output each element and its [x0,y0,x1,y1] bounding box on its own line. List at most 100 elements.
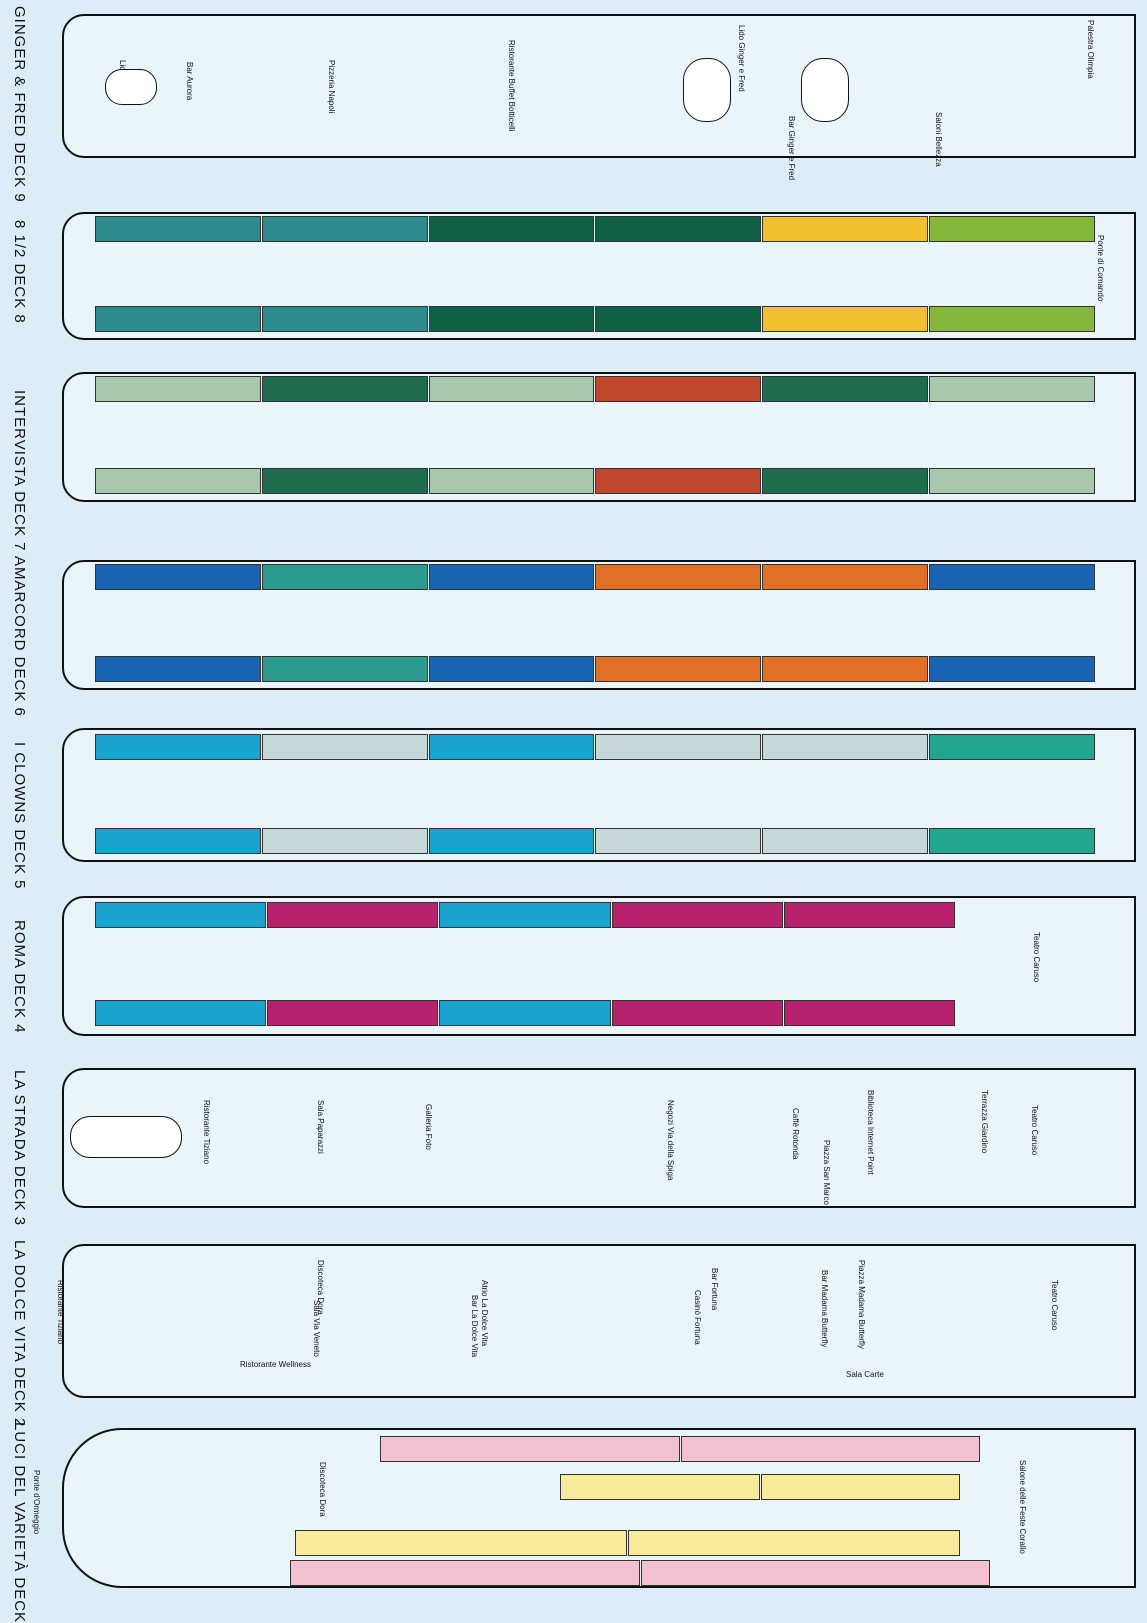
deck-outline [62,1244,1136,1398]
cabin [560,1474,760,1500]
venue-label: Terrazza Giardino [980,1090,989,1154]
cabin [783,1000,956,1026]
cabin [595,656,762,682]
cabin [95,564,261,590]
deck-5: I CLOWNS DECK 5 [0,720,1147,890]
venue-label: Discoteca Dora [318,1462,327,1517]
cabin [929,656,1095,682]
cabin [267,1000,439,1026]
cabin [611,1000,783,1026]
deck-label: AMARCORD DECK 6 [11,556,28,717]
cabin [680,1436,980,1462]
cabin [95,902,267,928]
venue-label: Bar Madama Butterfly [820,1270,829,1348]
cabin [261,468,428,494]
cabin [95,306,261,332]
cabin-row-inboard-top [95,216,1095,242]
cabin-row-inner-bottom [295,1530,960,1556]
venue-label: Sala Carte [846,1370,884,1379]
venue-label: Salone delle Feste Corallo [1018,1460,1027,1554]
cabin [762,828,929,854]
cabin [595,468,762,494]
cabin [760,1474,960,1500]
venue-label: Ristorante Tiziano [56,1280,65,1345]
cabin [762,656,929,682]
deck-9: GINGER & FRED DECK 9 Lido Aurora Bar Aur… [0,0,1147,203]
pool-icon [70,1116,182,1158]
cabin [95,828,261,854]
cabin [261,828,428,854]
venue-label: Biblioteca Internet Point [866,1090,875,1175]
venue-label: Bar Fortuna [710,1268,719,1311]
cabin [428,734,595,760]
cabin [428,306,595,332]
deck-label: 8 1/2 DECK 8 [11,220,28,324]
cabin [261,376,428,402]
cabin [95,376,261,402]
pool-icon [683,58,731,122]
cabin [428,376,595,402]
venue-label: Pizzeria Napoli [327,60,336,114]
venue-label: Teatro Caruso [1050,1280,1059,1331]
cabin-row-inboard-bottom [95,656,1095,682]
deck-label: LA STRADA DECK 3 [11,1070,28,1227]
cabin [595,734,762,760]
cabin [595,564,762,590]
cabin [267,902,439,928]
deck-outline [62,1068,1136,1208]
cabin [428,656,595,682]
cabin [929,216,1095,242]
venue-label: Galleria Foto [424,1104,433,1150]
venue-label: Palestra Olimpia [1086,20,1095,79]
cabin [428,564,595,590]
cabin [783,902,956,928]
cabin [261,734,428,760]
cabin-row-inboard-bottom [95,306,1095,332]
cabin [640,1560,990,1586]
cabin-row-inboard-bottom [95,1000,956,1026]
cabin [428,468,595,494]
cabin-row-inner-top [560,1474,960,1500]
cabin [762,216,929,242]
deck-6: AMARCORD DECK 6 [0,548,1147,717]
cabin [95,656,261,682]
cabin [595,828,762,854]
cabin [762,376,929,402]
deck-label: GINGER & FRED DECK 9 [11,6,28,203]
cabin [929,376,1095,402]
cabin-row-inboard-top [95,564,1095,590]
cabin [261,306,428,332]
pool-icon [105,69,157,105]
venue-label: Atrio La Dolce Vita [480,1280,489,1347]
cabin [290,1560,640,1586]
deck-outline [62,14,1136,158]
cabin [95,468,261,494]
cabin-row-inboard-bottom [95,828,1095,854]
deck-4: ROMA DECK 4 Teatro Caruso [0,890,1147,1055]
venue-label: Ristorante Wellness [240,1360,311,1369]
venue-label: Bar Ginger e Fred [787,116,796,181]
deck-2: LA DOLCE VITA DECK 2 Ristorante Tiziano … [0,1230,1147,1427]
venue-label: Sala Via Veneto [312,1300,321,1357]
deck-label: LUCI DEL VARIETÀ DECK [11,1422,28,1623]
cabin [295,1530,627,1556]
venue-label: Teatro Caruso [1030,1105,1039,1156]
cabin [595,216,762,242]
deck-label: INTERVISTA DECK 7 [11,390,28,552]
cabin [628,1530,960,1556]
cabin [929,734,1095,760]
cabin [929,306,1095,332]
cabin [95,216,261,242]
venue-label: Ponte d'Ormeggio [32,1470,41,1535]
deck-label: LA DOLCE VITA DECK 2 [11,1240,28,1428]
cabin-row-inboard-top [95,376,1095,402]
venue-label: Teatro Caruso [1032,932,1041,983]
cabin [261,656,428,682]
venue-label: Casinò Fortuna [693,1290,702,1345]
cabin-row-inboard-top [95,902,956,928]
venue-label: Piazza Madama Butterfly [857,1260,866,1349]
deck-7: INTERVISTA DECK 7 [0,360,1147,552]
cabin [95,734,261,760]
cabin [762,468,929,494]
cabin [762,734,929,760]
